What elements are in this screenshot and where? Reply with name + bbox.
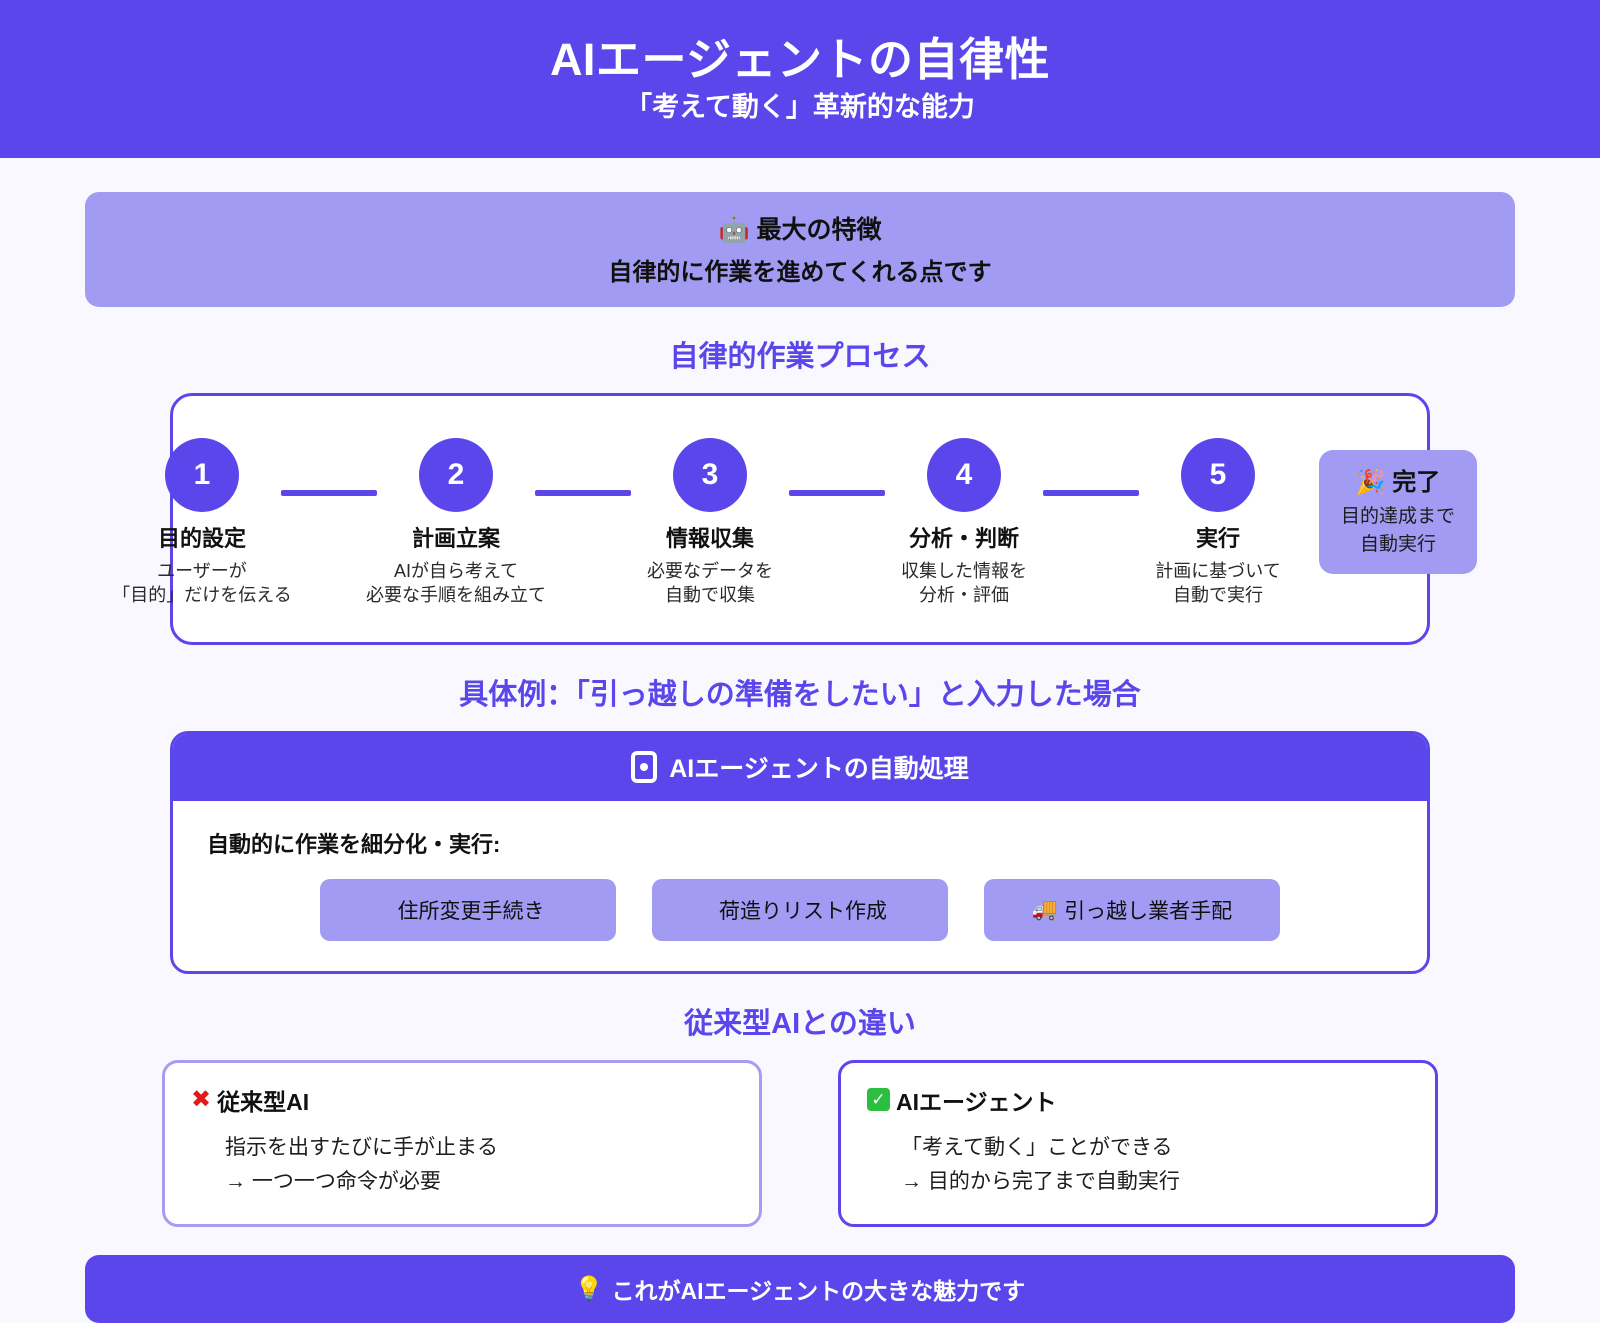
step-number-badge: 4 [927, 438, 1001, 512]
step-title: 実行 [1195, 526, 1240, 551]
process-step-1: 1 目的設定 ユーザーが 「目的」だけを伝える [112, 438, 292, 608]
completion-title: 完了 [1392, 469, 1441, 496]
page-title: AIエージェントの自律性 [549, 34, 1051, 86]
task-chip-label: 引っ越し業者手配 [1064, 899, 1233, 923]
example-body-label: 自動的に作業を細分化・実行: [207, 831, 501, 857]
footer-banner: 💡 これがAIエージェントの大きな魅力です [85, 1254, 1515, 1323]
comparison-agent-title-row: ✓ AIエージェント [867, 1083, 1409, 1117]
example-card-title: AIエージェントの自動処理 [669, 754, 969, 783]
party-popper-icon: 🎉 [1355, 468, 1386, 496]
check-mark-icon: ✓ [867, 1088, 890, 1112]
step-desc-line1: ユーザーが [157, 561, 247, 581]
feature-banner: 🤖 最大の特徴 自律的に作業を進めてくれる点です [85, 192, 1515, 307]
comparison-card-agent: ✓ AIエージェント 「考えて動く」ことができる → 目的から完了まで自動実行 [838, 1059, 1438, 1227]
step-description: 収集した情報を 分析・評価 [901, 559, 1027, 608]
comparison-legacy-line2: → 一つ一つ命令が必要 [225, 1170, 441, 1194]
comparison-heading: 従来型AIとの違い [684, 1007, 916, 1040]
footer-text: これがAIエージェントの大きな魅力です [611, 1277, 1026, 1304]
task-chip-label: 住所変更手続き [397, 899, 545, 923]
step-title: 目的設定 [157, 526, 246, 551]
comparison-agent-lines: 「考えて動く」ことができる → 目的から完了まで自動実行 [867, 1131, 1409, 1200]
feature-banner-title: 最大の特徴 [756, 216, 882, 244]
completion-desc-line1: 目的達成まで [1340, 506, 1455, 527]
step-description: 計画に基づいて 自動で実行 [1155, 559, 1280, 608]
x-mark-icon: ✖ [191, 1085, 212, 1113]
step-desc-line2: 自動で収集 [665, 585, 755, 606]
step-connector-4-5 [1043, 490, 1139, 496]
step-number-badge: 2 [419, 438, 493, 512]
step-desc-line1: 必要なデータを [647, 561, 773, 581]
process-step-3: 3 情報収集 必要なデータを 自動で収集 [631, 438, 789, 608]
step-connector-2-3 [535, 490, 631, 496]
step-title: 計画立案 [411, 526, 500, 551]
task-chip-label: 荷造りリスト作成 [719, 899, 887, 923]
comparison-agent-line2: → 目的から完了まで自動実行 [901, 1170, 1180, 1194]
example-heading: 具体例：「引っ越しの準備をしたい」と入力した場合 [459, 678, 1141, 711]
task-chip[interactable]: 🚚 引っ越し業者手配 [984, 878, 1280, 941]
step-number-badge: 1 [165, 438, 239, 512]
page-header: AIエージェントの自律性 「考えて動く」革新的な能力 [0, 0, 1600, 158]
comparison-agent-title: AIエージェント [896, 1088, 1057, 1115]
process-heading: 自律的作業プロセス [669, 341, 931, 373]
step-desc-line1: 収集した情報を [901, 561, 1027, 581]
page-subtitle: 「考えて動く」革新的な能力 [625, 91, 975, 122]
step-desc-line2: 「目的」だけを伝える [112, 585, 292, 606]
example-card-body: 自動的に作業を細分化・実行: 住所変更手続き 荷造りリスト作成 🚚 引っ越し業者… [173, 801, 1427, 971]
comparison-legacy-lines: 指示を出すたびに手が止まる → 一つ一つ命令が必要 [191, 1131, 733, 1200]
task-chip-row: 住所変更手続き 荷造りリスト作成 🚚 引っ越し業者手配 [207, 878, 1393, 941]
feature-banner-subtitle: 自律的に作業を進めてくれる点です [608, 259, 992, 286]
step-description: ユーザーが 「目的」だけを伝える [112, 559, 291, 608]
truck-icon: 🚚 [1031, 897, 1059, 922]
page-body: 🤖 最大の特徴 自律的に作業を進めてくれる点です 自律的作業プロセス 1 目的設… [0, 192, 1600, 1227]
task-chip[interactable]: 荷造りリスト作成 [652, 878, 948, 941]
lightbulb-icon: 💡 [574, 1276, 604, 1303]
step-title: 分析・判断 [908, 526, 1019, 551]
comparison-legacy-title: 従来型AI [217, 1088, 310, 1115]
example-card-header: AIエージェントの自動処理 [173, 733, 1427, 801]
step-desc-line2: 必要な手順を組み立て [366, 585, 546, 606]
step-desc-line2: 分析・評価 [919, 585, 1009, 606]
example-card: AIエージェントの自動処理 自動的に作業を細分化・実行: 住所変更手続き 荷造り… [170, 730, 1430, 974]
process-box: 1 目的設定 ユーザーが 「目的」だけを伝える 2 計画立案 AIが自ら考えて … [112, 393, 1477, 645]
step-number-badge: 3 [673, 438, 747, 512]
comparison-row: ✖ 従来型AI 指示を出すたびに手が止まる → 一つ一つ命令が必要 ✓ AIエー… [155, 1059, 1445, 1227]
step-connector-3-4 [789, 490, 885, 496]
process-step-2: 2 計画立案 AIが自ら考えて 必要な手順を組み立て [366, 438, 546, 608]
completion-desc-line2: 自動実行 [1359, 533, 1436, 555]
comparison-legacy-title-row: ✖ 従来型AI [191, 1083, 733, 1117]
step-desc-line1: 計画に基づいて [1155, 561, 1281, 581]
completion-badge: 🎉 完了 目的達成まで 自動実行 [1319, 450, 1477, 575]
device-icon [631, 750, 658, 783]
step-number-badge: 5 [1181, 438, 1255, 512]
process-step-4: 4 分析・判断 収集した情報を 分析・評価 [885, 438, 1043, 608]
robot-icon: 🤖 [718, 215, 750, 244]
process-step-5: 5 実行 計画に基づいて 自動で実行 [1139, 438, 1297, 608]
step-desc-line2: 自動で実行 [1173, 585, 1263, 606]
completion-title-row: 🎉 完了 [1329, 462, 1467, 497]
completion-description: 目的達成まで 自動実行 [1329, 503, 1467, 558]
step-description: 必要なデータを 自動で収集 [647, 559, 773, 608]
step-description: AIが自ら考えて 必要な手順を組み立て [366, 559, 546, 608]
feature-banner-title-row: 🤖 最大の特徴 [105, 210, 1495, 246]
comparison-agent-line1: 「考えて動く」ことができる [901, 1135, 1173, 1159]
task-chip[interactable]: 住所変更手続き [320, 878, 616, 941]
step-title: 情報収集 [665, 526, 754, 551]
comparison-card-legacy: ✖ 従来型AI 指示を出すたびに手が止まる → 一つ一つ命令が必要 [162, 1059, 762, 1227]
comparison-legacy-line1: 指示を出すたびに手が止まる [225, 1135, 498, 1159]
step-connector-1-2 [281, 490, 377, 496]
step-desc-line1: AIが自ら考えて [393, 561, 519, 581]
